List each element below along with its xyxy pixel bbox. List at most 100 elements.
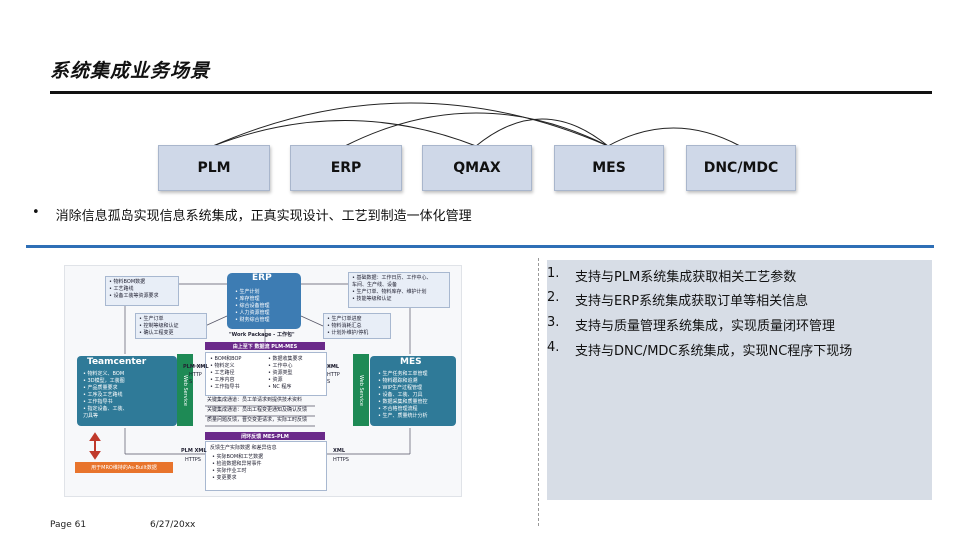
capability-item: 3. 支持与质量管理系统集成，实现质量闭环管理 (547, 315, 835, 334)
capability-text: 支持与质量管理系统集成，实现质量闭环管理 (575, 319, 836, 334)
channel-label: 关键集成通道：员出工程变更通知及确认反馈 (207, 407, 308, 413)
system-box-dnc-mdc: DNC/MDC (686, 145, 796, 191)
plm-erp-box: • 生产订单 • 控制等级和认证 • 确认工程变更 (135, 313, 207, 339)
https-label-left: HTTP S (189, 372, 202, 385)
https-bottom-left-label: HTTPS (185, 457, 201, 463)
capability-text: 支持与ERP系统集成获取订单等相关信息 (575, 294, 809, 309)
xml-label-right: XML (327, 364, 340, 370)
mes-item: • 生产任务和工单管理 (378, 371, 428, 377)
tc-item: • 3D模型，工装图 (83, 378, 125, 384)
capability-text: 支持与PLM系统集成获取相关工艺参数 (575, 270, 797, 285)
capability-text: 支持与DNC/MDC系统集成，实现NC程序下现场 (575, 344, 853, 359)
capability-number: 2. (547, 290, 560, 305)
mro-as-built-label: 用于MRO维持的As-Built数据 (75, 462, 173, 473)
system-box-mes: MES (554, 145, 664, 191)
work-package-box: • BOM和BOP • 物料定义 • 工艺路径 • 工序内容 • 工作指导书 •… (205, 352, 327, 396)
plm-xml-label: PLM XML (183, 364, 209, 370)
erp-item: • 生产计划 (235, 289, 260, 295)
slide-title: 系统集成业务场景 (50, 60, 211, 82)
tc-item: • 工序及工艺路线 (83, 392, 123, 398)
teamcenter-title: Teamcenter (87, 357, 147, 367)
tc-item: • 工作指导书 (83, 399, 113, 405)
feedback-item: • 实际作业工时 (212, 468, 247, 474)
channel-label: 关键集成通道：员工单请求到提供技术资料 (207, 397, 303, 403)
wp-item: • 物料定义 (210, 363, 235, 369)
plm-data-box: • 物料BOM数据 • 工艺路线 • 设备工装等资源要求 (105, 276, 179, 306)
feedback-item: • 变更要求 (212, 475, 237, 481)
mes-item: • 不合格管理流程 (378, 406, 418, 412)
mes-title: MES (400, 357, 422, 367)
https-label-right: HTTP S (327, 372, 340, 385)
plm-erp-item: • 生产订单 (139, 316, 164, 322)
feedback-title: 反馈生产实际数据 和差异信息 (210, 445, 277, 451)
erp-item: • 库存管理 (235, 296, 260, 302)
erp-mes-item: 车间、生产线、设备 (352, 282, 398, 288)
capability-item: 2. 支持与ERP系统集成获取订单等相关信息 (547, 290, 808, 309)
wp-item: • 工作中心 (268, 363, 293, 369)
plm-data-item: • 工艺路线 (109, 286, 134, 292)
wp-item: • 工作指导书 (210, 384, 240, 390)
tc-item: • 指定设备、工装、 (83, 406, 128, 412)
mes-item: • 生产、质量统计分析 (378, 413, 428, 419)
system-box-plm: PLM (158, 145, 270, 191)
erp-item: • 人力资源管理 (235, 310, 270, 316)
mes-item: • WIP生产过程管理 (378, 385, 422, 391)
mes-item: • 设备、工装、刀具 (378, 392, 423, 398)
wp-item: • BOM和BOP (210, 356, 242, 362)
bullet-marker: • (32, 205, 40, 220)
web-service-right: Web Service (353, 354, 369, 426)
wp-item: • 资源类型 (268, 370, 293, 376)
system-box-erp: ERP (290, 145, 402, 191)
erp-item: • 财务综合管理 (235, 317, 270, 323)
web-service-left: Web Service (177, 354, 193, 426)
erp-mes-item: • 技能等级和认证 (352, 296, 392, 302)
wp-item: • 工序内容 (210, 377, 235, 383)
wp-item: • 工艺路径 (210, 370, 235, 376)
tc-item: • 物料定义、BOM (83, 371, 125, 377)
capability-number: 3. (547, 315, 560, 330)
erp-block: ERP • 生产计划 • 库存管理 • 综合设备管理 • 人力资源管理 • 财务… (227, 273, 301, 329)
footer-date: 6/27/20xx (150, 520, 196, 530)
plm-mes-flow-bar: 由上至下 数据流 PLM-MES (205, 342, 325, 350)
feedback-item: • 检验数据和异常事件 (212, 461, 262, 467)
plm-data-item: • 物料BOM数据 (109, 279, 146, 285)
tc-item: 刀具等 (83, 413, 99, 419)
capability-number: 4. (547, 340, 560, 355)
erp-mes-item: • 基础数据：工作日历、工作中心、 (352, 275, 432, 281)
vertical-dashed-divider (538, 258, 539, 526)
erp-to-mes-box: • 基础数据：工作日历、工作中心、 车间、生产线、设备 • 生产订单、物料库存、… (348, 272, 450, 308)
erp-item: • 综合设备管理 (235, 303, 270, 309)
mes-plm-feedback-bar: 闭环反馈 MES-PLM (205, 432, 325, 440)
plm-erp-item: • 确认工程变更 (139, 330, 174, 336)
connection-arcs (212, 102, 741, 147)
summary-bullet: • 消除信息孤岛实现信息系统集成，正真实现设计、工艺到制造一体化管理 (32, 205, 472, 224)
system-box-qmax: QMAX (422, 145, 532, 191)
tc-item: • 产品质量要求 (83, 385, 118, 391)
integration-diagram: • 物料BOM数据 • 工艺路线 • 设备工装等资源要求 ERP • 生产计划 … (64, 265, 462, 497)
teamcenter-block: Teamcenter • 物料定义、BOM • 3D模型，工装图 • 产品质量要… (77, 356, 177, 426)
xml-bottom-label: XML (333, 448, 346, 454)
title-underline (50, 91, 932, 94)
mes-erp-item: • 生产订单进度 (327, 316, 362, 322)
feedback-item: • 实际BOM和工艺数据 (212, 454, 264, 460)
mes-block: MES • 生产任务和工单管理 • 物料跟踪和追溯 • WIP生产过程管理 • … (370, 356, 456, 426)
capabilities-panel: 1. 支持与PLM系统集成获取相关工艺参数 2. 支持与ERP系统集成获取订单等… (547, 260, 932, 500)
page-number: Page 61 (50, 520, 87, 530)
work-package-label: "Work Package - 工作包" (229, 332, 295, 338)
channel-label: 质量问题反馈，晋交变更请求，实际工时反馈 (207, 417, 308, 423)
mes-erp-box: • 生产订单进度 • 物料消耗汇总 • 计划外维护/停机 (323, 313, 391, 339)
mes-item: • 数据采集和质量管控 (378, 399, 428, 405)
erp-title: ERP (252, 273, 272, 283)
plm-data-item: • 设备工装等资源要求 (109, 293, 159, 299)
mes-erp-item: • 计划外维护/停机 (327, 330, 369, 336)
capability-number: 1. (547, 266, 560, 281)
plm-xml-bottom-label: PLM XML (181, 448, 207, 454)
mes-item: • 物料跟踪和追溯 (378, 378, 418, 384)
plm-erp-item: • 控制等级和认证 (139, 323, 179, 329)
diagram-connectors (89, 283, 411, 460)
capability-item: 4. 支持与DNC/MDC系统集成，实现NC程序下现场 (547, 340, 852, 359)
capability-item: 1. 支持与PLM系统集成获取相关工艺参数 (547, 266, 796, 285)
mes-erp-item: • 物料消耗汇总 (327, 323, 362, 329)
section-divider (26, 245, 934, 248)
https-bottom-right-label: HTTPS (333, 457, 349, 463)
